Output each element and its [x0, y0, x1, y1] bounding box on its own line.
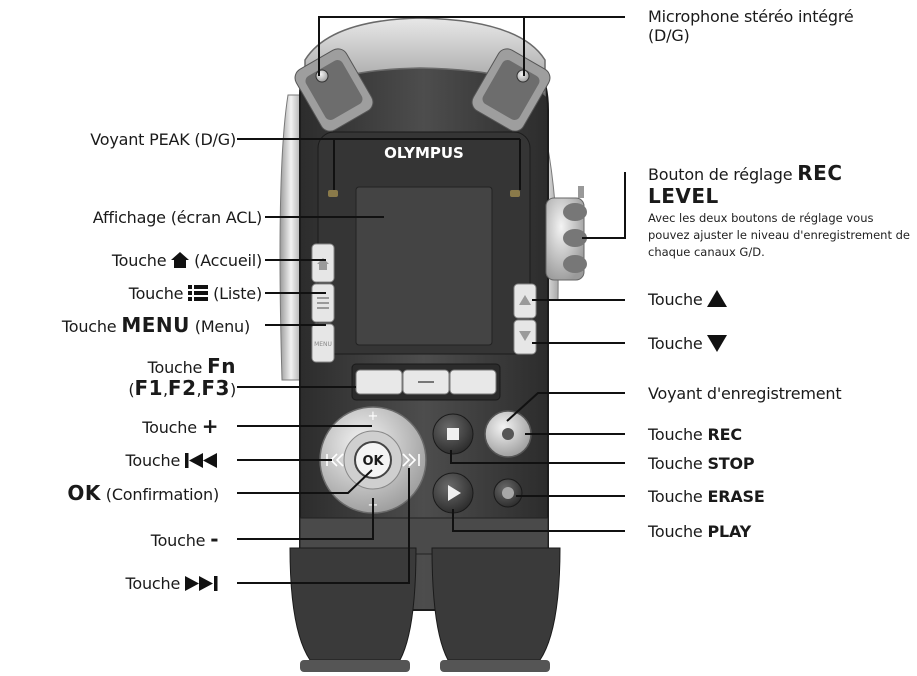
svg-text:MENU: MENU [314, 341, 332, 348]
lcd-display [355, 186, 493, 346]
label-fn-line2: (F1,F2,F3) [128, 376, 236, 400]
label-play: Touche PLAY [648, 522, 752, 541]
svg-text:+: + [368, 409, 379, 424]
erase-button[interactable] [493, 478, 523, 508]
ok-leader [237, 469, 373, 494]
microphone-leader [318, 16, 525, 76]
minus-leader [237, 498, 374, 540]
down-button[interactable] [513, 319, 537, 355]
next-leader [237, 468, 410, 584]
peak-leader [237, 138, 521, 190]
label-prev: Touche [126, 451, 219, 470]
rec-indicator-leader [506, 392, 625, 422]
triangle-down-icon [707, 334, 728, 353]
rec-level-knob[interactable] [545, 186, 587, 281]
home-icon [171, 251, 190, 271]
label-fn-line1: Touche Fn [147, 354, 236, 378]
rec-level-leader [582, 172, 626, 239]
list-button[interactable] [311, 283, 335, 323]
label-microphone: Microphone stéréo intégré (D/G) [648, 7, 854, 45]
label-up: Touche [648, 290, 728, 309]
svg-text:OK: OK [362, 454, 384, 469]
label-list: Touche (Liste) [128, 284, 262, 304]
stop-leader [450, 450, 625, 464]
label-minus: Touche - [150, 527, 219, 551]
label-erase: Touche ERASE [648, 487, 765, 506]
label-plus: Touche + [142, 414, 219, 438]
label-rec-level-note: Avec les deux boutons de réglage vous po… [648, 211, 910, 259]
label-stop: Touche STOP [648, 454, 755, 473]
triangle-up-icon [707, 290, 728, 309]
label-menu: Touche MENU (Menu) [61, 313, 250, 337]
label-rec-indicator: Voyant d'enregistrement [648, 384, 842, 403]
label-next: Touche [126, 574, 219, 593]
play-button[interactable] [432, 472, 474, 514]
label-rec: Touche REC [648, 425, 742, 444]
skip-back-icon [185, 451, 219, 470]
brand-logo: OLYMPUS [384, 144, 464, 162]
peak-led-right [510, 190, 520, 197]
bottom-stand [289, 517, 561, 672]
label-home: Touche (Accueil) [111, 251, 262, 271]
label-ok: OK (Confirmation) [67, 481, 219, 505]
list-icon [188, 284, 209, 304]
ok-button[interactable]: OK [354, 441, 392, 479]
f1-button[interactable] [355, 369, 403, 395]
label-rec-level: Bouton de réglage REC [648, 161, 843, 185]
peak-led-left [328, 190, 338, 197]
skip-forward-icon [185, 574, 219, 593]
menu-button[interactable]: MENU [311, 323, 335, 363]
f3-button[interactable] [449, 369, 497, 395]
home-button[interactable] [311, 243, 335, 283]
play-leader [452, 509, 625, 532]
label-display: Affichage (écran ACL) [92, 208, 262, 227]
label-down: Touche [648, 334, 728, 353]
stop-button[interactable] [432, 413, 474, 455]
label-peak: Voyant PEAK (D/G) [90, 130, 236, 149]
function-keys [351, 363, 501, 401]
leader-lines [237, 16, 626, 584]
label-rec-level-line2: LEVEL [648, 184, 719, 208]
rec-button[interactable] [484, 410, 532, 458]
